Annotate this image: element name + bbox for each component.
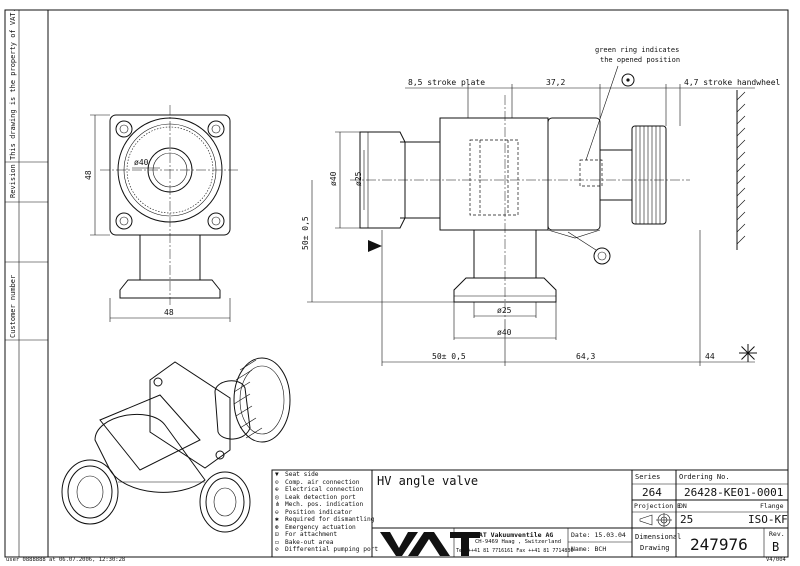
- legend-item: ⊙Comp. air connection: [275, 478, 360, 486]
- tb-date-row: Date: 15.03.04: [571, 531, 626, 539]
- legend-item: ⊕Electrical connection: [275, 486, 364, 493]
- side-valve-body: [439, 117, 549, 231]
- tb-ordering-no: 26428-KE01-0001: [684, 486, 784, 499]
- seat-side-icon: ▼: [275, 471, 279, 478]
- legend-item: ▭Bake-out area: [275, 538, 334, 546]
- len-50: 50± 0,5: [432, 352, 466, 361]
- bake-out-icon: ▭: [275, 538, 279, 546]
- tb-company: VAT Vakuumventile AG: [475, 531, 554, 539]
- front-width-dim: 48: [164, 308, 174, 317]
- vat-logo: [380, 532, 480, 556]
- tb-address: CH-9469 Haag , Switzerland: [475, 539, 562, 545]
- tb-dimensional-1: Dimensional: [635, 533, 682, 541]
- side-bonnet: [547, 117, 601, 231]
- customer-number-label: Customer number: [9, 275, 17, 338]
- legend-item: ⊡For attachment: [275, 531, 338, 538]
- tb-rev: B: [772, 540, 780, 554]
- attachment-icon: ⊡: [275, 531, 279, 538]
- tb-drawing-no: 247976: [690, 535, 748, 554]
- front-height-dim: 48: [84, 170, 93, 180]
- legend-item: ✱Required for dismantling: [275, 516, 375, 523]
- side-actuator: [599, 149, 633, 201]
- tb-dimensional-2: Drawing: [640, 544, 670, 552]
- tb-series-label: Series: [635, 473, 661, 481]
- tb-series: 264: [642, 486, 662, 499]
- front-view: ø40 48 48: [84, 105, 240, 322]
- tb-name-row: Name: BCH: [571, 545, 607, 553]
- green-ring-note-1: green ring indicates: [595, 46, 679, 54]
- legend-item: ⊛Emergency actuation: [275, 523, 356, 531]
- legend-list: ▼Seat side ⊙Comp. air connection ⊕Electr…: [275, 471, 379, 554]
- dismantling-icon: ✱: [275, 516, 279, 523]
- bolt-hole-bl: [115, 212, 133, 230]
- legend-item: ▼Seat side: [275, 471, 319, 478]
- dismantling-asterisk: [739, 344, 757, 362]
- tb-flange: ISO-KF: [748, 513, 788, 526]
- stroke-handwheel-dim: 4,7 stroke handwheel: [684, 78, 781, 87]
- tb-flange-label: Flange: [760, 502, 784, 510]
- legend-item: ⋔Mech. pos. indication: [275, 501, 364, 508]
- legend-item: ⊘Differential pumping port: [275, 546, 379, 553]
- comp-air-icon: ⊙: [275, 478, 279, 486]
- emergency-icon: ⊛: [275, 523, 279, 531]
- iso-flange-plate: [149, 361, 231, 469]
- bolt-hole-tl: [115, 120, 133, 138]
- legend-item: ⊖Position indicator: [275, 508, 353, 516]
- position-indicator-icon: ⊖: [275, 508, 279, 516]
- revision-label: Revision: [9, 164, 17, 198]
- side-bottom-port: [473, 229, 537, 279]
- isometric-view: [61, 357, 291, 533]
- footer-left: user 0888888 at 06.07.2006, 12:30:28: [6, 557, 126, 563]
- side-dia-40-bottom: ø40: [497, 328, 512, 337]
- bolt-hole-br: [207, 212, 225, 230]
- tb-contact: Tel ++41 81 7716161 Fax ++41 81 7714830: [456, 548, 574, 554]
- position-indicator-symbol: [621, 73, 635, 87]
- tb-dn-label: DN: [679, 502, 687, 510]
- stroke-plate-dim: 8,5 stroke plate: [408, 78, 485, 87]
- seat-side-marker: [368, 240, 382, 252]
- tb-rev-label: Rev.: [769, 530, 785, 538]
- dim-37-2: 37,2: [546, 78, 565, 87]
- tb-title: HV angle valve: [377, 474, 479, 488]
- iso-body: [94, 413, 206, 493]
- front-bore-dim: ø40: [134, 158, 149, 167]
- title-block: [371, 469, 789, 558]
- electrical-icon: ⊕: [275, 486, 279, 493]
- iso-handwheel: [233, 357, 291, 443]
- bolt-hole-tr: [207, 120, 225, 138]
- side-handwheel: [631, 125, 667, 225]
- len-44: 44: [705, 352, 715, 361]
- emergency-symbol: [593, 247, 611, 265]
- tb-name: BCH: [594, 545, 607, 553]
- tb-ordering-label: Ordering No.: [679, 473, 730, 481]
- tb-date: 15.03.04: [594, 531, 626, 539]
- iso-bottom-flange: [199, 471, 251, 533]
- side-dia-25-bottom: ø25: [497, 306, 512, 315]
- side-height-50: 50± 0,5: [301, 216, 310, 250]
- side-dia-40-left: ø40: [329, 171, 338, 186]
- front-bottom-flange: [119, 279, 221, 299]
- footer-right: V4/004: [766, 557, 786, 563]
- projection-symbol: [639, 513, 672, 527]
- tb-projection-label: Projection E: [634, 502, 681, 510]
- green-ring-note-2: the opened position: [600, 56, 680, 64]
- iso-left-flange: [61, 459, 119, 525]
- leak-detection-icon: ◎: [275, 493, 279, 501]
- property-note: This drawing is the property of VAT.: [9, 8, 17, 160]
- mech-pos-icon: ⋔: [275, 501, 281, 508]
- pumping-port-icon: ⊘: [275, 546, 279, 553]
- side-dia-25-left: ø25: [354, 171, 363, 186]
- legend-item: ◎Leak detection port: [275, 493, 356, 501]
- side-view: green ring indicates the opened position…: [301, 46, 781, 366]
- len-64-3: 64,3: [576, 352, 595, 361]
- tb-dn: 25: [680, 513, 694, 526]
